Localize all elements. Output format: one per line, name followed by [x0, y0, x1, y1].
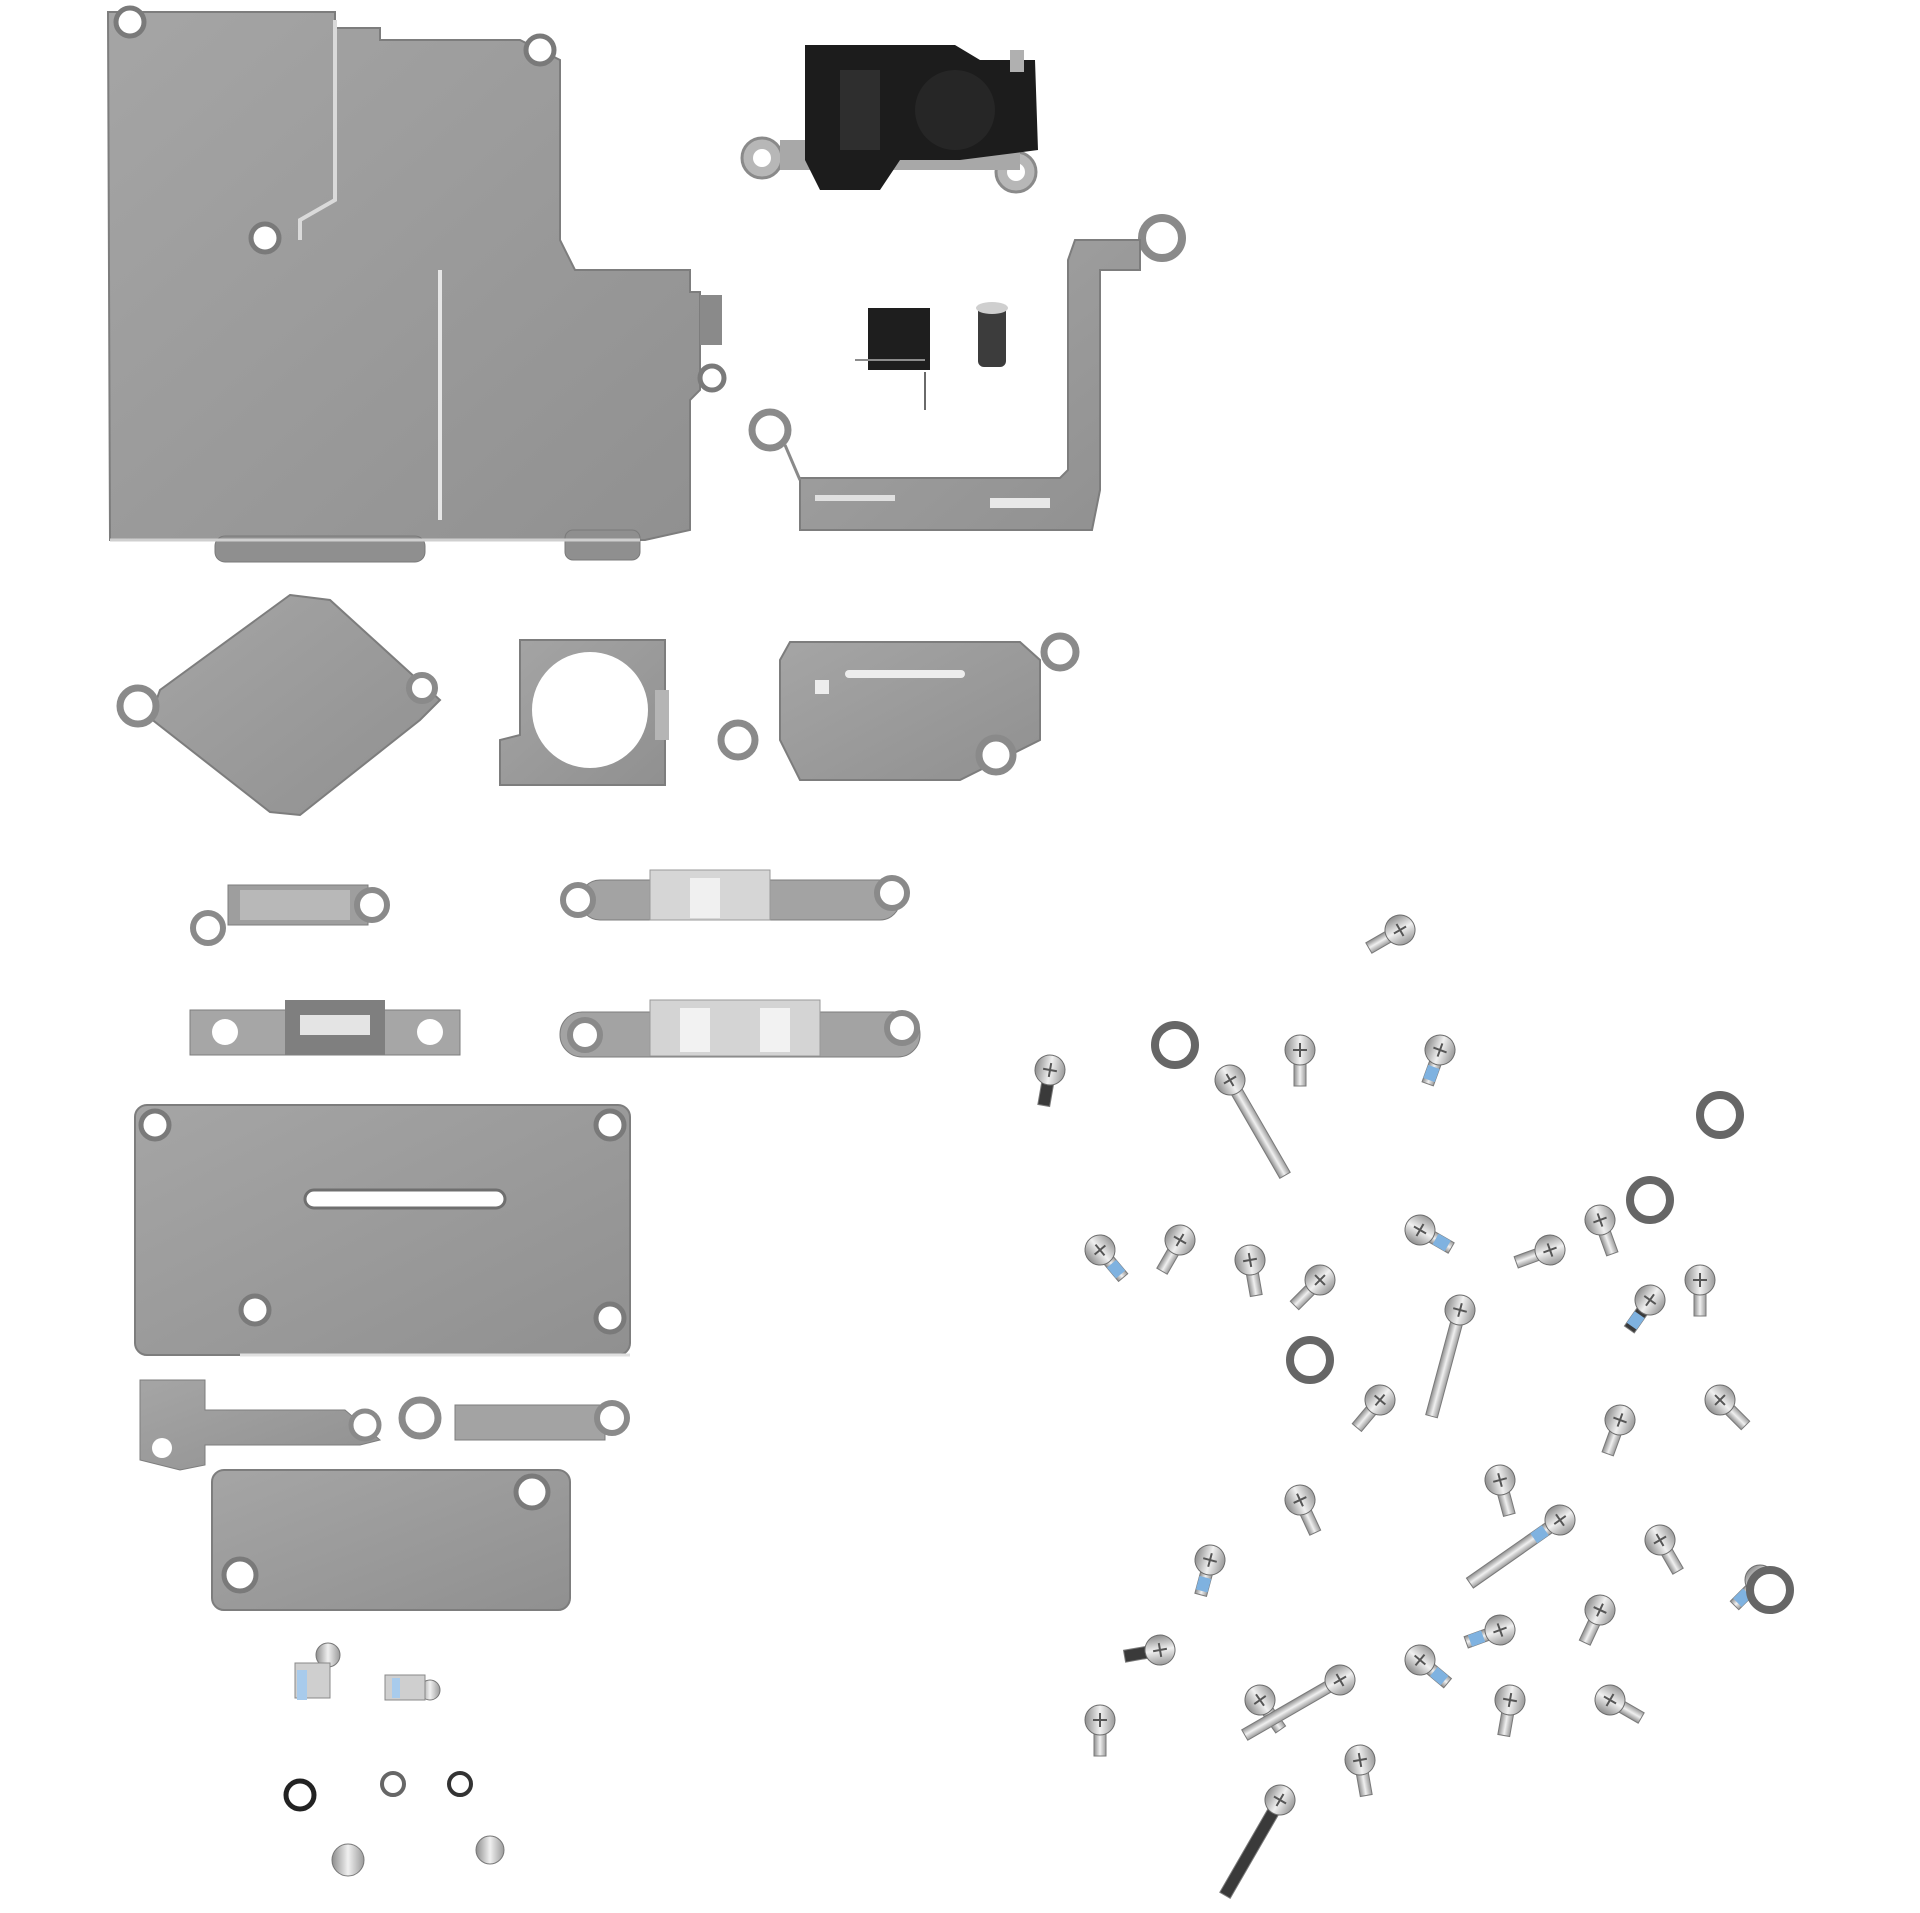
black-camera-bracket	[740, 45, 1038, 194]
screw	[1351, 1384, 1396, 1433]
screw	[1289, 1264, 1336, 1311]
screw	[1601, 1404, 1636, 1457]
screw	[1284, 1034, 1316, 1087]
washer	[1626, 1176, 1674, 1224]
short-strip-bracket-mid-left	[189, 1000, 461, 1056]
black-standoff	[976, 302, 1008, 367]
screw	[1084, 1704, 1116, 1757]
screw	[1584, 1204, 1619, 1257]
screw	[1494, 1684, 1526, 1738]
large-logic-board-shield	[106, 5, 727, 563]
screw	[1034, 1054, 1066, 1108]
screw	[1365, 914, 1416, 954]
screw	[1463, 1614, 1516, 1649]
screw	[1214, 1064, 1291, 1179]
screw	[1404, 1644, 1453, 1689]
screw	[1284, 1484, 1322, 1536]
small-strip-bracket-left	[139, 1379, 382, 1471]
screw	[1404, 1214, 1455, 1254]
screw	[1465, 1504, 1576, 1589]
screw	[1594, 1684, 1645, 1724]
small-screw-group-left	[283, 1642, 505, 1877]
screw	[1234, 1244, 1266, 1298]
screw	[1644, 1524, 1684, 1575]
screw	[1421, 1034, 1456, 1087]
washer	[1286, 1336, 1334, 1384]
washer	[1696, 1091, 1744, 1139]
short-strip-bracket-top-right	[560, 869, 910, 921]
l-shaped-strip-bracket	[748, 214, 1186, 531]
small-strip-bracket-right	[398, 1396, 630, 1441]
screw	[1344, 1744, 1376, 1798]
screw	[1219, 1784, 1296, 1899]
screw	[1425, 1294, 1476, 1419]
screw	[1084, 1234, 1129, 1283]
screw	[1704, 1384, 1751, 1431]
screw	[1156, 1224, 1196, 1275]
diamond-bracket	[116, 593, 442, 817]
screw	[1484, 1464, 1516, 1517]
screw	[1684, 1264, 1716, 1317]
short-strip-bracket-top-left	[190, 884, 390, 946]
connector-bracket-with-tabs	[717, 632, 1080, 781]
screw	[1513, 1234, 1566, 1269]
short-strip-bracket-mid-right	[559, 999, 921, 1058]
screw	[1241, 1664, 1356, 1741]
washer	[1746, 1566, 1794, 1614]
rectangular-shield-plate-lower	[211, 1469, 571, 1611]
screw-pile-right	[1034, 914, 1794, 1899]
black-clip-small	[855, 308, 930, 410]
screw	[1122, 1634, 1176, 1666]
screw	[1194, 1544, 1226, 1597]
rectangular-shield-plate-slot	[134, 1104, 631, 1357]
camera-ring-bracket	[499, 639, 669, 786]
screw	[1623, 1284, 1666, 1334]
washer	[1151, 1021, 1199, 1069]
screw	[1578, 1594, 1616, 1646]
